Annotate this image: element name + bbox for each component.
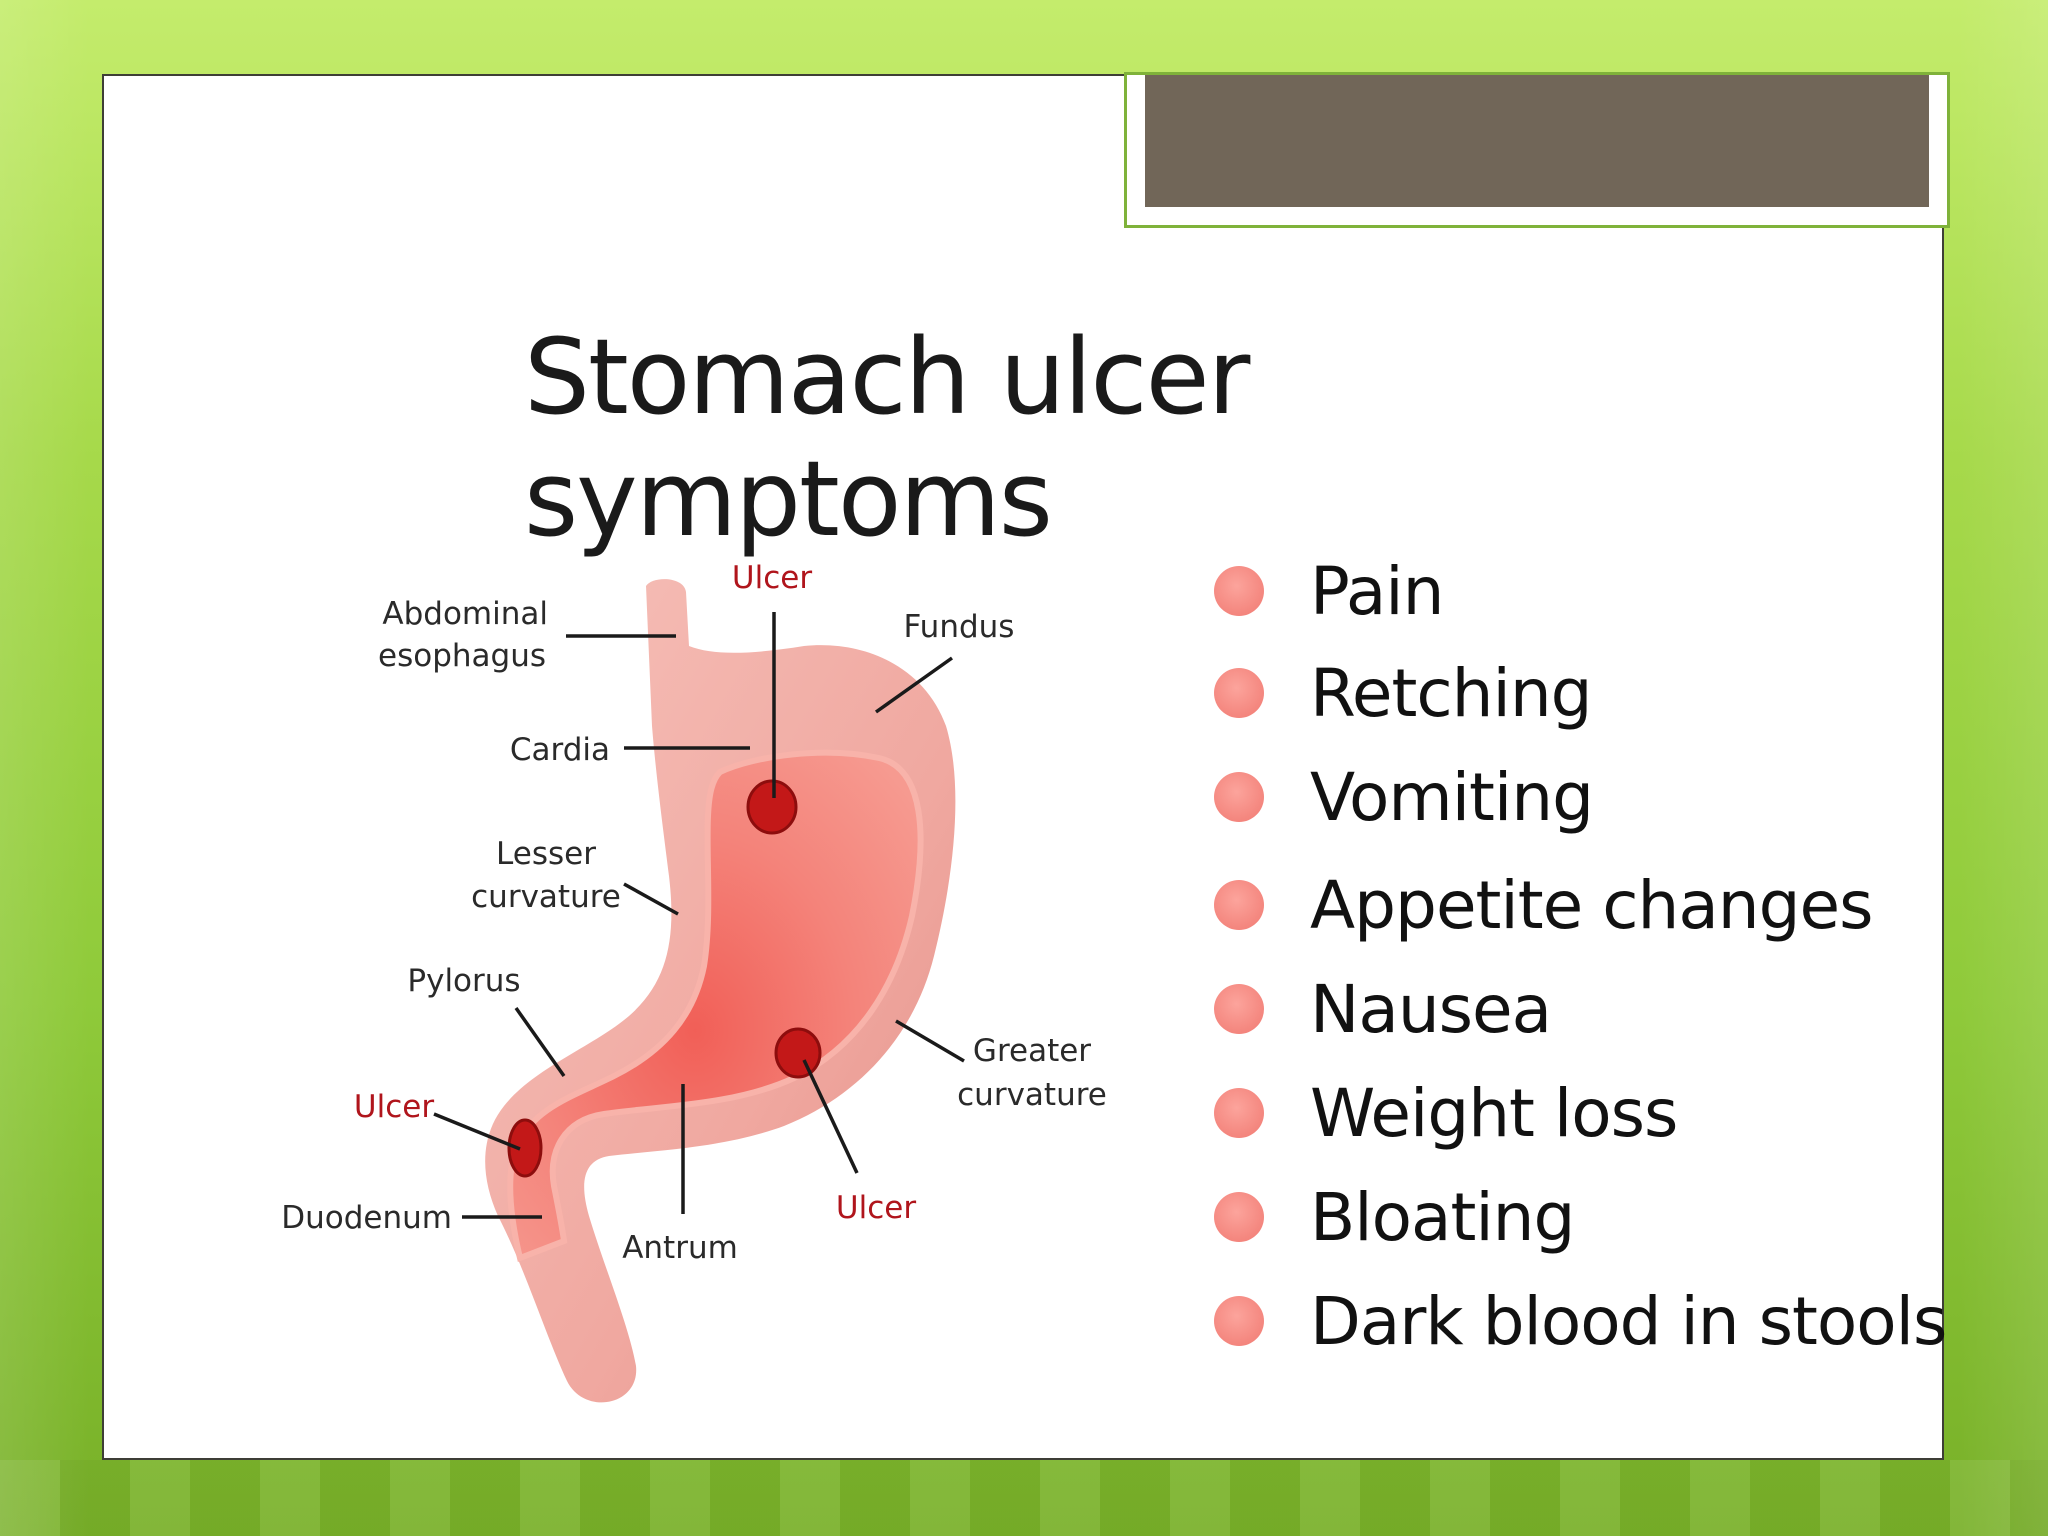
label-lesser-line1: Lesser [496,836,596,872]
symptom-text: Vomiting [1310,759,1593,836]
symptom-item: Nausea [1214,964,1551,1054]
label-abdominal-line1: Abdominal [382,596,548,632]
ulcer-bottom-marker [776,1029,820,1077]
bullet-dot [1214,1088,1264,1138]
symptom-text: Retching [1310,655,1592,732]
label-lesser-line2: curvature [471,879,621,915]
symptom-text: Pain [1310,553,1443,630]
slide-content-area: Stomach ulcer symptoms [102,74,1944,1460]
stomach-diagram: Abdominal esophagus Ulcer Fundus Cardia … [284,536,1144,1436]
slide-heading: Stomach ulcer symptoms [524,316,1764,560]
symptom-item: Dark blood in stools [1214,1276,1946,1366]
symptom-text: Nausea [1310,971,1551,1048]
label-duodenum: Duodenum [284,1200,452,1236]
symptom-item: Weight loss [1214,1068,1677,1158]
bullet-dot [1214,1192,1264,1242]
symptom-text: Appetite changes [1310,867,1873,944]
symptom-item: Vomiting [1214,752,1593,842]
label-greater-line2: curvature [957,1077,1107,1113]
label-greater-line1: Greater [973,1033,1091,1069]
title-placeholder-fill [1145,75,1929,207]
bullet-dot [1214,1296,1264,1346]
symptom-text: Bloating [1310,1179,1574,1256]
symptom-text: Weight loss [1310,1075,1677,1152]
symptom-item: Retching [1214,648,1592,738]
background-band [0,1460,2048,1536]
label-cardia: Cardia [510,732,610,768]
label-pylorus: Pylorus [407,963,520,999]
label-antrum: Antrum [622,1230,738,1266]
bullet-dot [1214,772,1264,822]
bullet-dot [1214,566,1264,616]
ulcer-top-marker [748,781,796,833]
bullet-dot [1214,880,1264,930]
leader-greater-curvature [896,1021,964,1061]
leader-lesser-curvature [624,884,678,914]
label-ulcer-left: Ulcer [354,1089,434,1125]
symptom-item: Bloating [1214,1172,1574,1262]
symptom-item: Pain [1214,546,1443,636]
label-fundus: Fundus [904,609,1015,645]
label-ulcer-bottom: Ulcer [836,1190,916,1226]
bullet-dot [1214,668,1264,718]
bullet-dot [1214,984,1264,1034]
symptom-item: Appetite changes [1214,860,1873,950]
symptom-text: Dark blood in stools [1310,1283,1946,1360]
label-ulcer-top: Ulcer [732,560,812,596]
label-abdominal-line2: esophagus [378,638,546,674]
leader-pylorus [516,1008,564,1076]
title-placeholder-box[interactable] [1124,72,1950,228]
